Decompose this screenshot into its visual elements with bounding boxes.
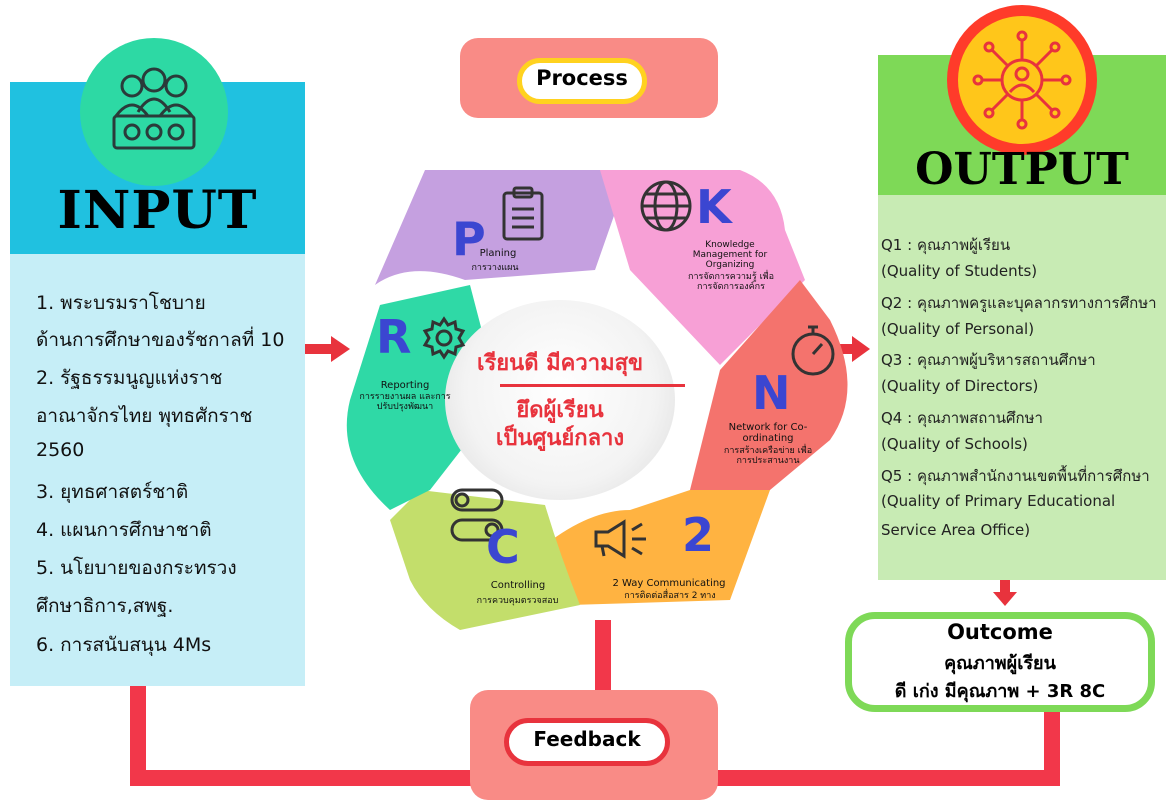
input-item: อาณาจักรไทย พุทธศักราช <box>36 405 253 427</box>
segment-c-title: Controlling <box>490 580 546 591</box>
output-item: (Quality of Personal) <box>881 320 1035 338</box>
segment-n <box>690 280 848 490</box>
network-person-icon <box>958 16 1086 144</box>
megaphone-icon <box>594 519 646 559</box>
input-item: 3. ยุทธศาสตร์ชาติ <box>36 481 189 503</box>
input-item: 6. การสนับสนุน 4Ms <box>36 634 212 656</box>
output-item: (Quality of Students) <box>881 262 1038 280</box>
gear-icon <box>422 316 466 360</box>
center-line-3: เป็นศูนย์กลาง <box>495 426 625 451</box>
process-label: Process <box>536 66 628 90</box>
output-item: Q5 : คุณภาพสำนักงานเขตพื้นที่การศึกษา <box>881 467 1150 485</box>
segment-k-subtitle: การจัดการความรู้ เพื่อการจัดการองค์กร <box>688 272 774 292</box>
input-list-panel <box>10 254 305 686</box>
input-item: ด้านการศึกษาของรัชกาลที่ 10 <box>36 329 285 351</box>
output-item: (Quality of Schools) <box>881 435 1028 453</box>
input-title: INPUT <box>57 180 258 241</box>
toggle-switch-icon <box>450 488 504 542</box>
segment-two-title: 2 Way Communicating <box>612 578 726 589</box>
segment-two-subtitle: การติดต่อสื่อสาร 2 ทาง <box>624 591 716 601</box>
output-item: Q3 : คุณภาพผู้บริหารสถานศึกษา <box>881 351 1096 369</box>
globe-icon <box>640 180 692 232</box>
center-circle <box>445 300 675 500</box>
people-group-icon <box>80 38 228 186</box>
segment-p <box>375 170 630 285</box>
input-item: 2560 <box>36 439 85 461</box>
input-item: 1. พระบรมราโชบาย <box>36 292 206 314</box>
segment-p-title: Planing <box>479 248 517 259</box>
output-item: Service Area Office) <box>881 521 1031 539</box>
segment-r-subtitle: การรายงานผล และการปรับปรุงพัฒนา <box>359 392 451 412</box>
input-item: 2. รัฐธรรมนูญแห่งราช <box>36 367 223 389</box>
input-item: ศึกษาธิการ,สพฐ. <box>36 595 174 617</box>
segment-c <box>390 490 580 630</box>
segment-r-title: Reporting <box>380 380 430 391</box>
center-divider <box>500 384 685 387</box>
feedback-pill <box>504 718 670 766</box>
center-line-1: เรียนดี มีความสุข <box>476 351 644 376</box>
clipboard-icon <box>502 186 544 241</box>
segment-k-title: Knowledge Management for Organizing <box>692 240 768 270</box>
input-item: 4. แผนการศึกษาชาติ <box>36 519 212 541</box>
center-line-2: ยึดผู้เรียน <box>516 398 604 423</box>
segment-r-letter: R <box>376 310 412 364</box>
outcome-line-1: คุณภาพผู้เรียน <box>944 653 1056 674</box>
output-item: (Quality of Primary Educational <box>881 492 1116 510</box>
process-pill <box>517 58 647 104</box>
output-item: Q1 : คุณภาพผู้เรียน <box>881 236 1011 254</box>
output-item: Q4 : คุณภาพสถานศึกษา <box>881 409 1043 427</box>
segment-n-subtitle: การสร้างเครือข่าย เพื่อการประสานงาน <box>723 446 813 466</box>
stopwatch-icon <box>791 325 835 376</box>
outcome-title: Outcome <box>947 620 1053 644</box>
segment-k-letter: K <box>696 180 732 234</box>
segment-c-letter: C <box>486 520 520 574</box>
feedback-label: Feedback <box>533 727 641 751</box>
segment-n-letter: N <box>752 366 791 420</box>
segment-p-letter: P <box>452 212 486 266</box>
output-item: (Quality of Directors) <box>881 377 1039 395</box>
output-list-panel <box>878 195 1166 580</box>
flow-arrows <box>305 336 1017 606</box>
outcome-line-2: ดี เก่ง มีคุณภาพ + 3R 8C <box>894 681 1106 702</box>
outcome-box <box>845 612 1155 712</box>
segment-n-title: Network for Co-ordinating <box>728 422 808 444</box>
segment-c-subtitle: การควบคุมตรวจสอบ <box>476 596 559 606</box>
output-title: OUTPUT <box>915 144 1129 195</box>
input-item: 5. นโยบายของกระทรวง <box>36 557 237 579</box>
segment-two <box>545 490 770 605</box>
segment-p-subtitle: การวางแผน <box>471 263 519 273</box>
output-item: Q2 : คุณภาพครูและบุคลากรทางการศึกษา <box>881 294 1157 312</box>
segment-two-letter: 2 <box>682 508 715 562</box>
